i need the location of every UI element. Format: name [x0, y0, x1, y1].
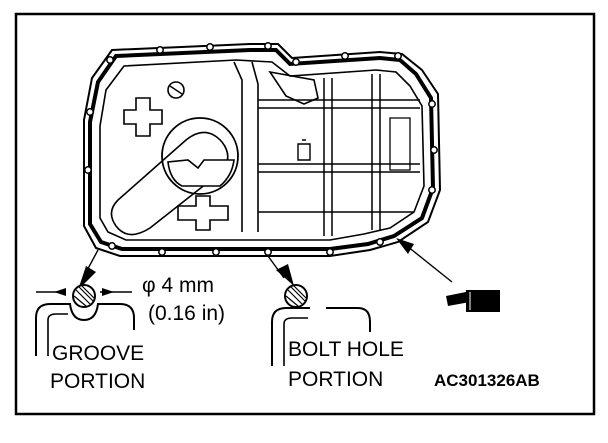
- sealant-bead: [88, 48, 436, 251]
- groove-label-line1: GROOVE: [52, 342, 144, 365]
- pan-flange-inner: [99, 59, 425, 241]
- sealant-bead-icon: [72, 284, 96, 308]
- flange-bolt-holes: [84, 42, 438, 256]
- groove-profile: [35, 303, 135, 356]
- right-chamber-ribs: [258, 74, 420, 236]
- rib-cross-upper: [123, 97, 163, 137]
- plug-upper: [167, 81, 185, 99]
- round-boss: [161, 117, 239, 195]
- arrow-bolt-hole: [276, 264, 294, 286]
- groove-label-line2: PORTION: [50, 370, 145, 393]
- figure-code: AC301326AB: [434, 371, 540, 390]
- boss-notch: [167, 159, 235, 187]
- bolt-hole-label-line2: PORTION: [288, 368, 383, 391]
- arrow-sealant: [396, 238, 414, 254]
- pan-flange-outer: [83, 43, 442, 257]
- diameter-label: φ 4 mm: [142, 274, 214, 297]
- arrow-groove: [78, 266, 96, 290]
- bolt-hole-profile: [271, 307, 371, 366]
- center-rail: [233, 61, 259, 232]
- callout-arrows: [78, 238, 453, 290]
- oil-pan: [83, 42, 442, 257]
- bolt-hole-label-line1: BOLT HOLE: [288, 338, 404, 361]
- sealant-tube-icon: [446, 290, 500, 312]
- boss-right: [297, 139, 311, 161]
- rib-cross-lower: [177, 195, 229, 231]
- diameter-inch-label: (0.16 in): [148, 302, 225, 325]
- groove-detail: [35, 284, 135, 356]
- sump-upper: [268, 70, 319, 105]
- bolt-hole-detail: [271, 284, 371, 366]
- figure-frame: [14, 12, 596, 416]
